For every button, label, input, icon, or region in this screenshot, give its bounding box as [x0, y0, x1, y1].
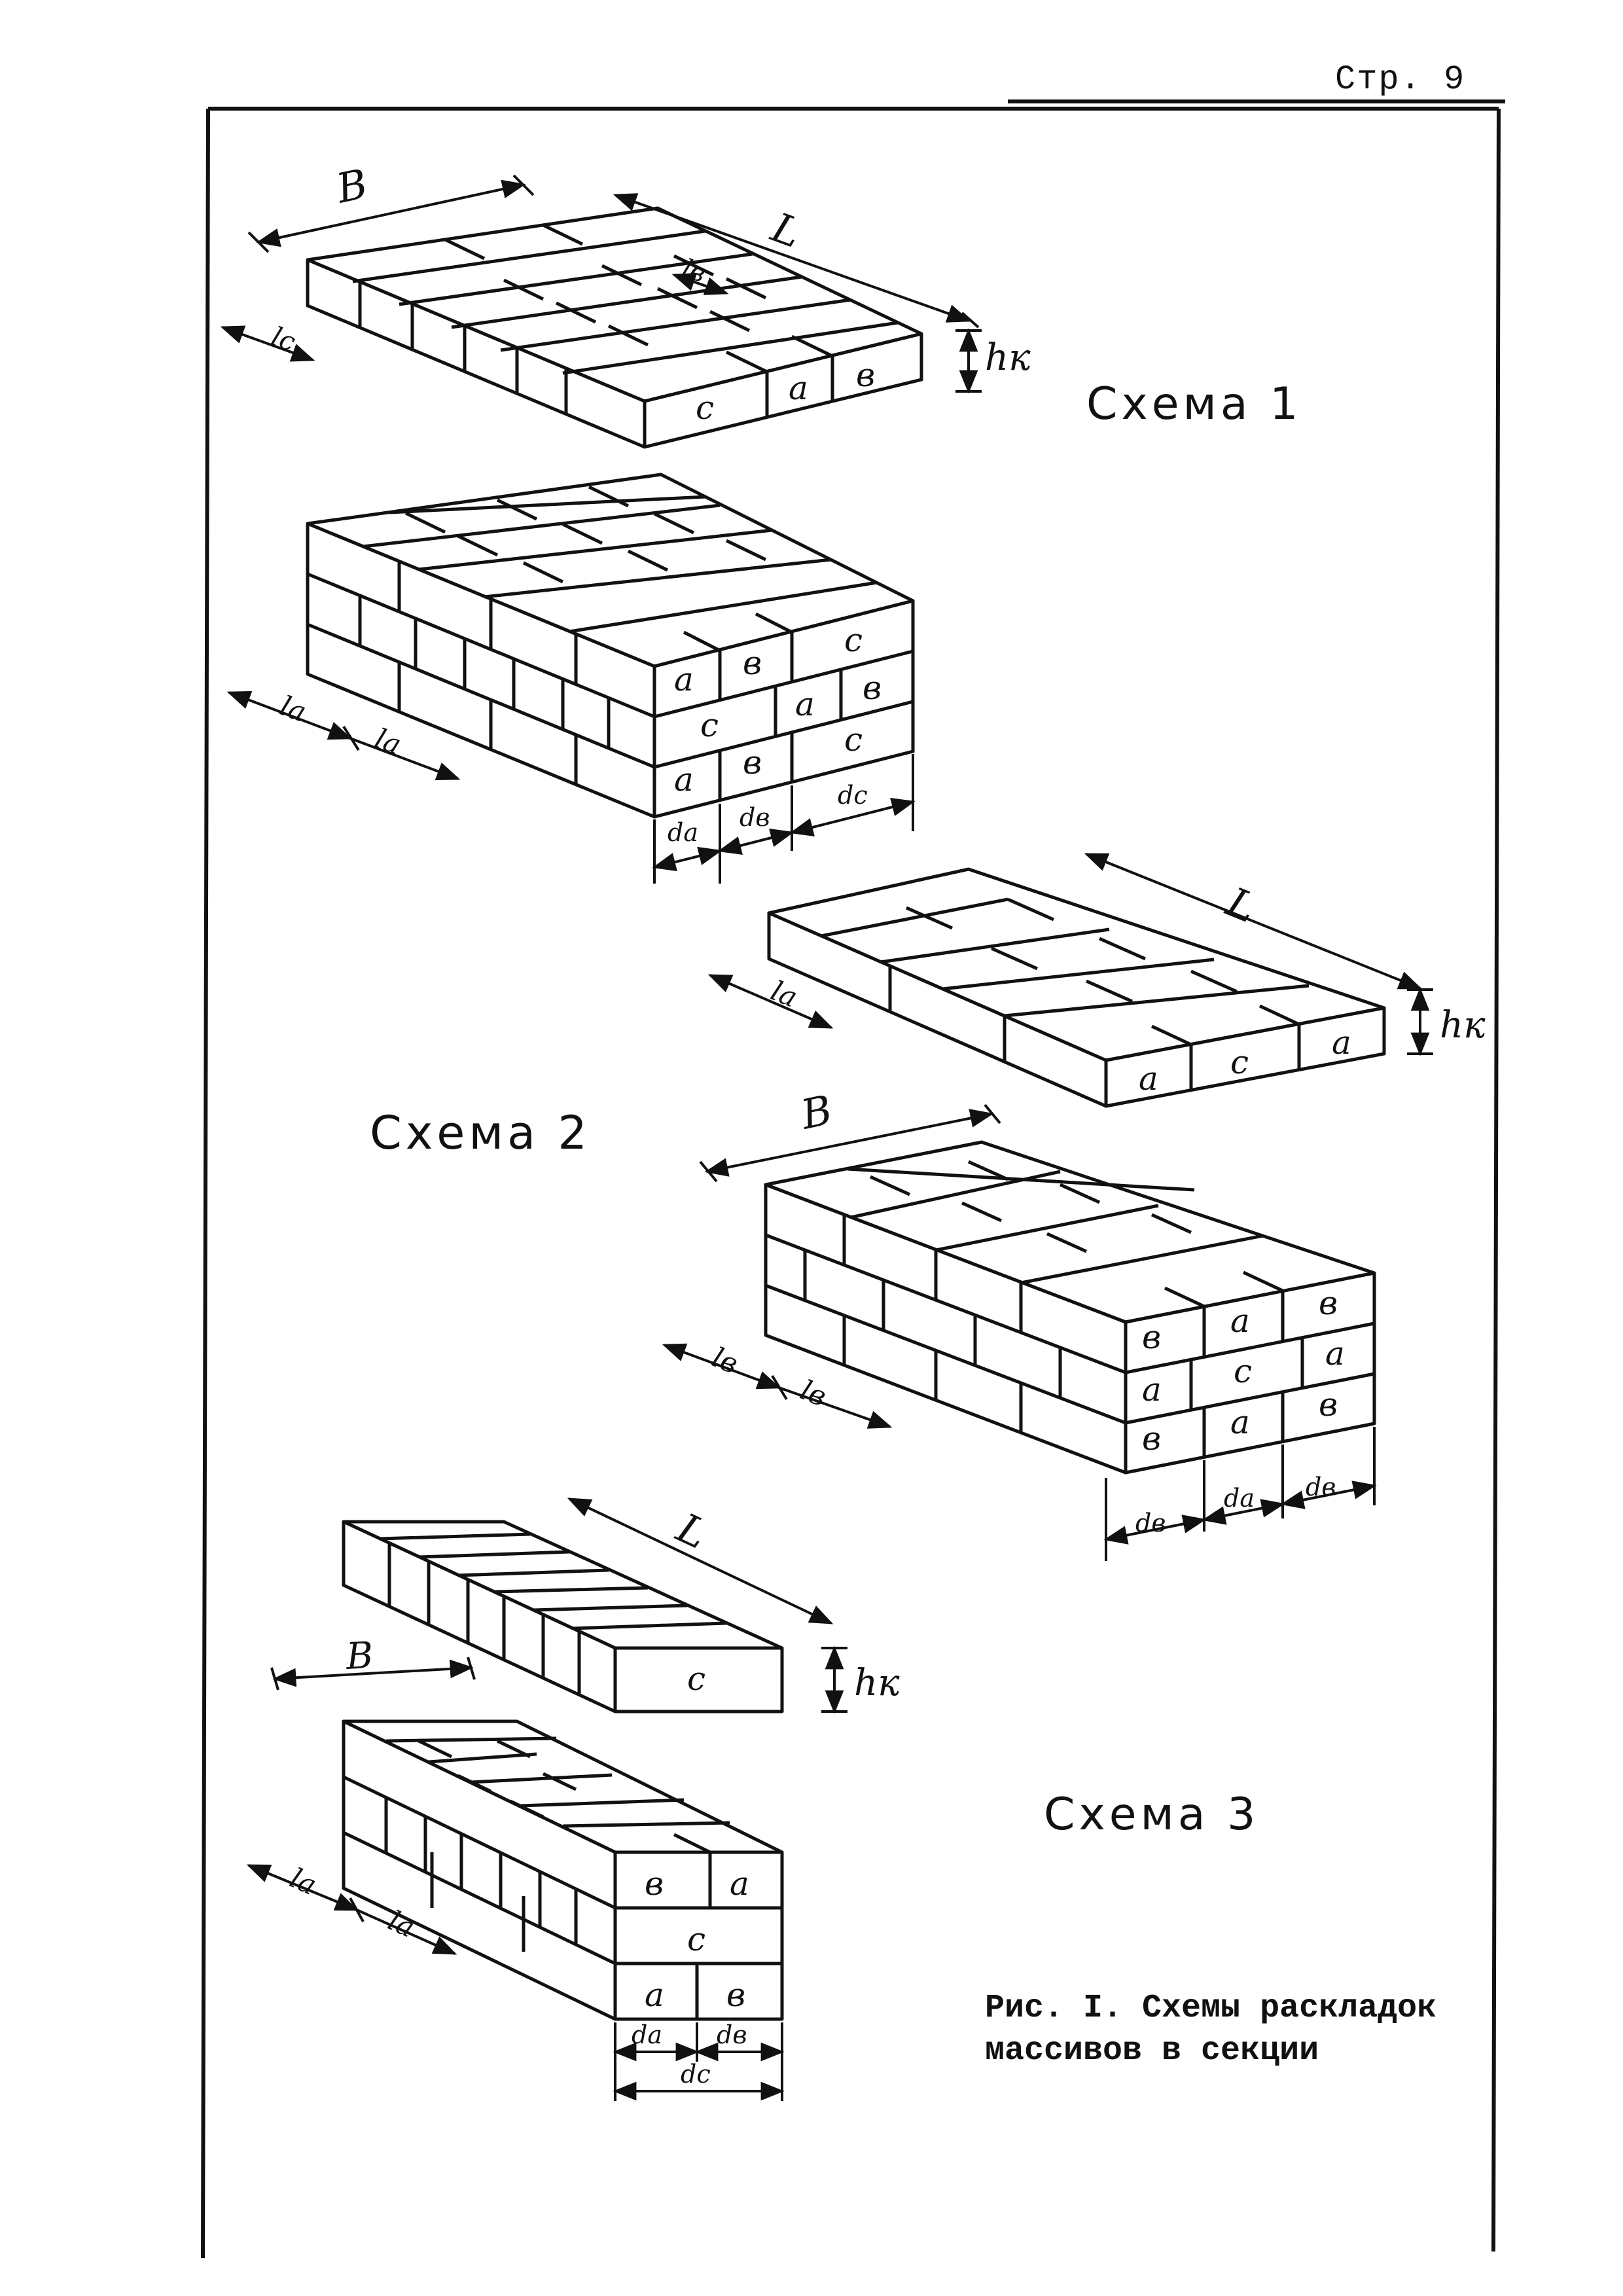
scheme3-title: Схема 3: [1044, 1789, 1259, 1840]
scheme1-cell-2: в: [856, 356, 875, 394]
scheme3-r2-c0: a: [645, 1976, 664, 2014]
scheme2-block-a-dimensions: [226, 691, 916, 884]
scheme1-title: Схема 1: [1086, 378, 1302, 430]
scheme3-label-B: B: [344, 1634, 374, 1678]
scheme1-label-L: L: [765, 203, 808, 257]
scheme3-dim-1: dв: [717, 2020, 747, 2049]
scheme2-block-b: [767, 867, 1386, 1108]
page-frame: [201, 107, 1501, 2259]
scheme2-b-label-hk: hк: [1440, 1004, 1486, 1047]
scheme3-r0-c0: в: [645, 1865, 664, 1903]
scheme2-a-dim-1: dв: [740, 803, 770, 832]
scheme2-a-r0-c2: c: [844, 621, 863, 659]
scheme2-c-side-label-1: lв: [796, 1374, 830, 1413]
scheme2-a-dim-0: da: [668, 818, 698, 847]
scheme2-c-r0-c2: в: [1319, 1284, 1338, 1322]
scheme2-a-r2-c1: в: [743, 744, 762, 781]
scheme2-a-r1-c1: a: [795, 685, 815, 723]
figure-caption-line2: массивов в секции: [985, 2032, 1319, 2070]
scheme2-title: Схема 2: [370, 1106, 591, 1160]
scheme2-a-dim-2: dc: [838, 781, 868, 810]
scheme1-cell-1: a: [789, 369, 808, 407]
scheme3-r0-c1: a: [730, 1865, 749, 1903]
scheme2-a-r1-c2: в: [863, 669, 882, 707]
scheme2-a-side-label-1: la: [371, 722, 406, 761]
scheme1-dimensions: [220, 174, 982, 394]
scheme2-c-r2-c1: a: [1230, 1403, 1250, 1441]
scheme2-c-r1-c2: a: [1325, 1335, 1345, 1372]
scheme2-b-cell-2: a: [1332, 1024, 1351, 1062]
scheme2-b-label-la: la: [766, 975, 802, 1014]
scheme3-side-label-0: la: [285, 1861, 321, 1901]
scheme2-block-b-text: L hк la a c a: [766, 878, 1486, 1098]
scheme2-a-r2-c0: a: [674, 761, 694, 798]
figure-caption-line1: Рис. I. Схемы раскладок: [985, 1990, 1437, 2027]
scheme3-r2-c1: в: [726, 1976, 745, 2014]
scheme2-block-a: [306, 473, 915, 819]
scheme2-c-r0-c1: a: [1230, 1302, 1250, 1340]
scheme2-block-c-dimensions: [662, 1103, 1377, 1561]
scheme2-a-r0-c1: в: [743, 644, 762, 682]
scheme2-block-b-dimensions: [707, 853, 1433, 1056]
page-number: Стр. 9: [1335, 60, 1466, 99]
scheme2-block-a-text: a в c c a в a в c la la da dв dc: [276, 621, 882, 847]
scheme2-c-side-label-0: lв: [707, 1341, 742, 1380]
scheme3-r1-c0: c: [687, 1920, 705, 1958]
scheme2-a-r0-c0: a: [674, 660, 694, 698]
scheme2-c-r2-c2: в: [1319, 1386, 1338, 1424]
scheme2-c-r1-c0: a: [1142, 1371, 1162, 1408]
scheme2-b-label-L: L: [1219, 878, 1262, 932]
scheme3-slab-dimensions: [270, 1498, 847, 1714]
scheme3-slab: [342, 1520, 784, 1713]
scheme2-c-r1-c1: c: [1234, 1352, 1252, 1390]
scheme1-label-hk: hк: [985, 336, 1031, 379]
scheme2-block-c: [764, 1140, 1376, 1475]
scheme2-c-dim-1: da: [1224, 1484, 1255, 1513]
scheme2-c-label-B: B: [796, 1086, 836, 1139]
scheme1-text: B L hк lc lв c a в Схема 1: [268, 160, 1302, 430]
scheme2-b-cell-0: a: [1139, 1060, 1158, 1098]
scheme2-a-r1-c0: c: [700, 706, 719, 744]
scheme2-a-r2-c2: c: [844, 721, 863, 759]
scheme2-c-r2-c0: в: [1142, 1420, 1161, 1458]
scheme3-block: [342, 1719, 784, 2021]
scheme2-c-r0-c0: в: [1142, 1318, 1161, 1356]
scheme2-c-dim-2: dв: [1306, 1473, 1336, 1501]
scheme3-dim-0: da: [632, 2020, 662, 2049]
scheme1-slab: [306, 206, 923, 449]
scheme3-dim-2: dc: [681, 2060, 711, 2089]
scheme3-label-hk: hк: [854, 1662, 900, 1704]
scheme3-block-dimensions: [246, 1864, 785, 2101]
scheme3-block-text: в a c a в la la da dв dc: [285, 1861, 749, 2089]
scheme3-slab-cell-0: c: [687, 1660, 705, 1698]
scheme2-b-cell-1: c: [1230, 1043, 1249, 1081]
scheme2-c-dim-0: dв: [1135, 1509, 1166, 1537]
scheme1-label-B: B: [332, 160, 372, 213]
page-number-underline: [1008, 99, 1505, 103]
scheme1-cell-0: c: [696, 389, 714, 427]
